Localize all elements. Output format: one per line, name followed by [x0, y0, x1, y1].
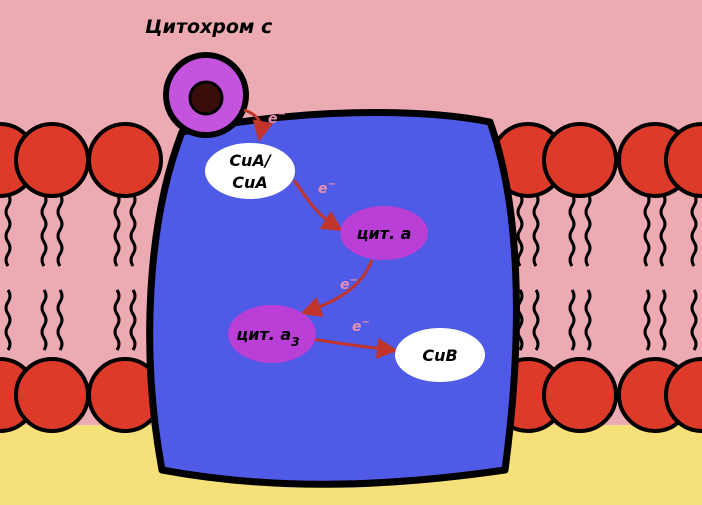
lipid-tail: [584, 193, 592, 267]
lipid-tail: [516, 193, 524, 267]
lipid-tail: [4, 193, 12, 267]
cytochrome-c-title: Цитохром с: [145, 16, 273, 38]
lipid-tail: [40, 289, 48, 351]
lipid-bilayer: [0, 122, 702, 433]
lipid-tail: [532, 289, 540, 351]
electron-label-1: e−: [268, 109, 286, 127]
lipid-head: [87, 122, 163, 198]
lipid-head: [664, 357, 702, 433]
cytochrome-oxidase-complex: [146, 109, 520, 488]
lipid-head: [664, 122, 702, 198]
lipid-tail: [690, 193, 698, 267]
lipid-tail: [56, 193, 64, 267]
lipid-tail: [113, 193, 121, 267]
lipid-head: [14, 122, 90, 198]
lipid-tail: [56, 289, 64, 351]
lipid-tail: [659, 193, 667, 267]
node-cyt-a: цит. a: [340, 206, 428, 260]
lipid-tail: [40, 193, 48, 267]
lipid-head: [542, 122, 618, 198]
electron-label-2: e−: [318, 179, 336, 197]
node-cub: CuB: [395, 328, 485, 382]
lipid-tail: [584, 289, 592, 351]
node-cub-label: CuB: [422, 346, 457, 365]
node-cua: CuA/ CuA: [205, 143, 295, 199]
lipid-tail: [643, 193, 651, 267]
lipid-tail: [532, 193, 540, 267]
cytochrome-c: [163, 52, 249, 138]
lipid-tail: [568, 289, 576, 351]
lipid-tail: [643, 289, 651, 351]
node-cyt-a-label: цит. a: [357, 224, 412, 243]
node-cyt-a3: цит. a3: [228, 305, 316, 363]
node-cua-label-line1: CuA/: [229, 151, 272, 170]
node-cyt-a3-label: цит. a3: [236, 325, 299, 349]
arrow-cua-to-cyt-a: [292, 179, 344, 232]
lipid-tail: [4, 289, 12, 351]
node-cua-label-line2: CuA: [232, 173, 268, 192]
lipid-head: [14, 357, 90, 433]
arrow-cyt-a-to-cyt-a3: [300, 259, 374, 317]
lipid-tail: [129, 193, 137, 267]
lipid-tail: [113, 289, 121, 351]
lipid-tail: [659, 289, 667, 351]
electron-flow-arrows: [243, 108, 398, 359]
lipid-tail: [690, 289, 698, 351]
lipid-tail: [129, 289, 137, 351]
arrow-cytc-to-cua: [243, 108, 274, 142]
electron-label-4: e−: [352, 317, 370, 335]
heme-iron-icon: [188, 80, 224, 116]
lipid-head: [542, 357, 618, 433]
lipid-tail: [516, 289, 524, 351]
lipid-tail: [568, 193, 576, 267]
electron-label-3: e−: [340, 275, 358, 293]
